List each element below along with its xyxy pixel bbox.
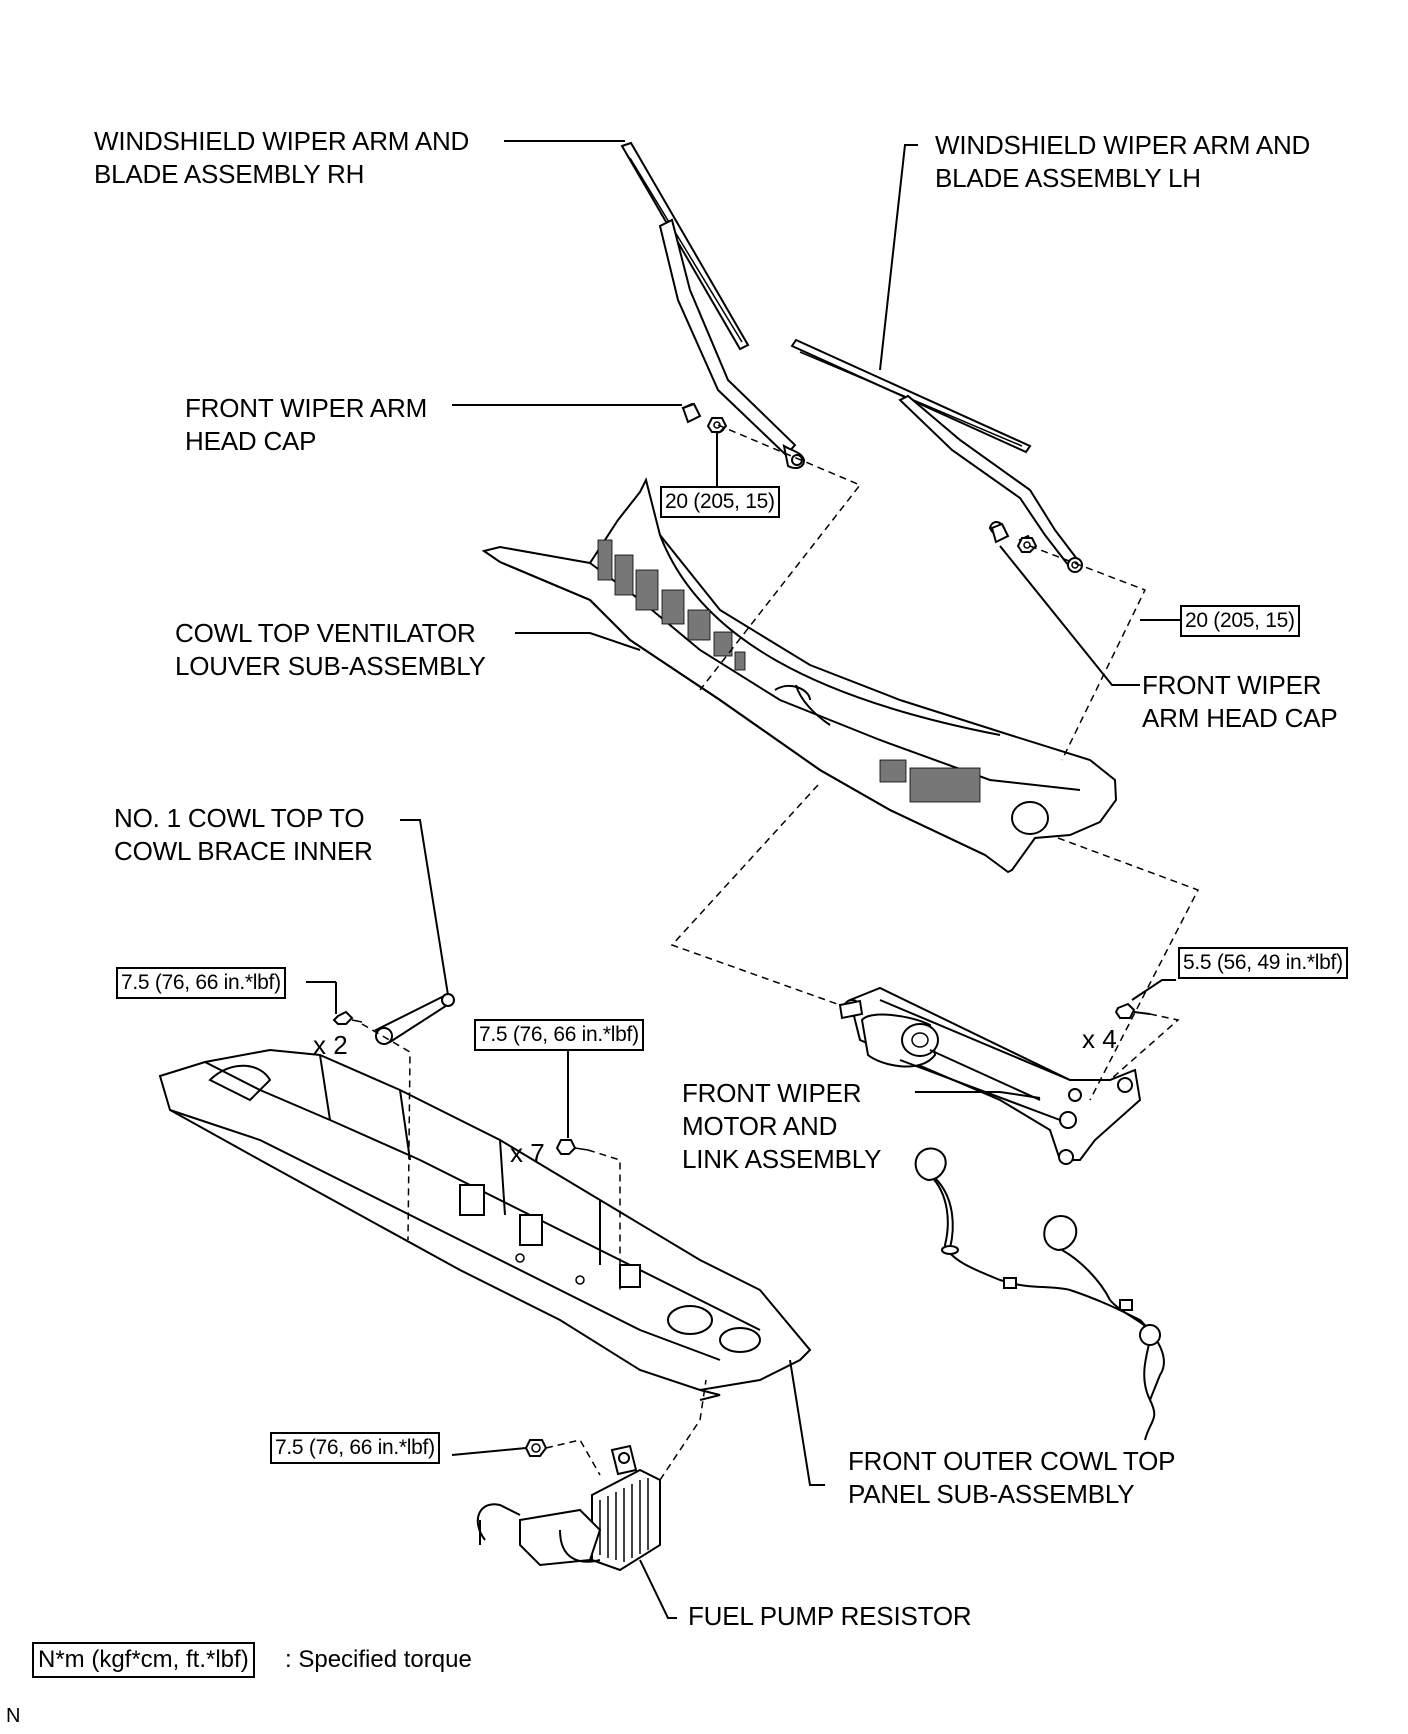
leader-lines: [306, 140, 1200, 1619]
cowl-brace-drawing: [332, 993, 455, 1045]
fuel-pump-resistor-drawing: [476, 1439, 661, 1572]
torque-wiper-nut-lh: 20 (205, 15): [1180, 605, 1300, 637]
torque-brace-bolt: 7.5 (76, 66 in.*lbf): [116, 967, 286, 999]
label-cowl-louver-line1: COWL TOP VENTILATOR: [175, 618, 476, 648]
torque-resistor-nut: 7.5 (76, 66 in.*lbf): [270, 1432, 440, 1464]
label-cowl-brace-line2: COWL BRACE INNER: [114, 836, 373, 866]
label-head-cap-left-line1: FRONT WIPER ARM: [185, 393, 428, 423]
wiper-arm-lh-drawing: [790, 338, 1083, 573]
label-cowl-brace: NO. 1 COWL TOP TO COWL BRACE INNER: [114, 802, 373, 868]
label-head-cap-right: FRONT WIPER ARM HEAD CAP: [1142, 669, 1338, 735]
label-fuel-pump-resistor: FUEL PUMP RESISTOR: [688, 1601, 972, 1631]
label-wiper-arm-rh-line2: BLADE ASSEMBLY RH: [94, 159, 365, 189]
torque-panel-bolt: 7.5 (76, 66 in.*lbf): [474, 1019, 644, 1051]
label-cowl-louver: COWL TOP VENTILATOR LOUVER SUB-ASSEMBLY: [175, 617, 486, 683]
head-cap-left-drawing: [681, 402, 728, 433]
label-head-cap-left-line2: HEAD CAP: [185, 426, 317, 456]
label-wiper-arm-rh: WINDSHIELD WIPER ARM AND BLADE ASSEMBLY …: [94, 125, 469, 191]
label-head-cap-right-line1: FRONT WIPER: [1142, 670, 1322, 700]
label-head-cap-right-line2: ARM HEAD CAP: [1142, 703, 1338, 733]
label-wiper-motor-line1: FRONT WIPER: [682, 1078, 862, 1108]
label-wiper-arm-rh-line1: WINDSHIELD WIPER ARM AND: [94, 126, 470, 156]
legend-unit-box: N*m (kgf*cm, ft.*lbf): [32, 1642, 255, 1678]
label-outer-cowl: FRONT OUTER COWL TOP PANEL SUB-ASSEMBLY: [848, 1445, 1175, 1511]
cowl-louver-drawing: [481, 477, 1118, 874]
legend-description: : Specified torque: [285, 1646, 472, 1673]
wire-harness-drawing: [914, 1147, 1165, 1441]
label-wiper-motor-line3: LINK ASSEMBLY: [682, 1144, 882, 1174]
qty-panel-bolt: x 7: [510, 1138, 545, 1168]
alignment-lines: [361, 424, 1200, 1481]
head-cap-right-drawing: [990, 522, 1038, 553]
label-cowl-louver-line2: LOUVER SUB-ASSEMBLY: [175, 651, 486, 681]
label-wiper-motor: FRONT WIPER MOTOR AND LINK ASSEMBLY: [682, 1077, 881, 1176]
qty-motor-bolt: x 4: [1082, 1024, 1117, 1054]
label-outer-cowl-line2: PANEL SUB-ASSEMBLY: [848, 1479, 1135, 1509]
label-head-cap-left: FRONT WIPER ARM HEAD CAP: [185, 392, 427, 458]
torque-motor-bolt: 5.5 (56, 49 in.*lbf): [1178, 947, 1348, 979]
qty-brace-bolt: x 2: [313, 1030, 348, 1060]
corner-mark: N: [6, 1705, 21, 1727]
label-cowl-brace-line1: NO. 1 COWL TOP TO: [114, 803, 365, 833]
motor-bolt-drawing: [1114, 1002, 1151, 1019]
label-wiper-arm-lh-line2: BLADE ASSEMBLY LH: [935, 163, 1201, 193]
label-wiper-arm-lh: WINDSHIELD WIPER ARM AND BLADE ASSEMBLY …: [935, 129, 1310, 195]
torque-wiper-nut-rh: 20 (205, 15): [660, 486, 780, 518]
label-wiper-arm-lh-line1: WINDSHIELD WIPER ARM AND: [935, 130, 1311, 160]
label-outer-cowl-line1: FRONT OUTER COWL TOP: [848, 1446, 1176, 1476]
outer-cowl-panel-drawing: [158, 1048, 812, 1401]
wiper-motor-drawing: [838, 986, 1142, 1165]
label-wiper-motor-line2: MOTOR AND: [682, 1111, 838, 1141]
